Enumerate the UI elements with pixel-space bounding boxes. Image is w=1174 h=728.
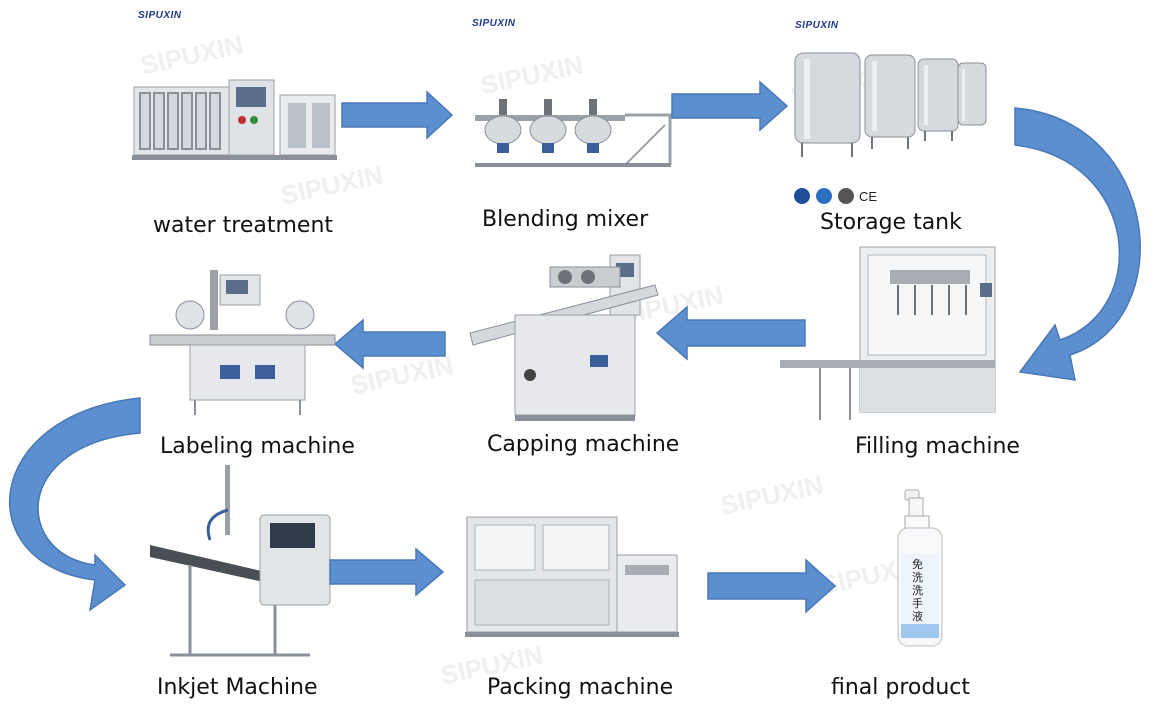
flow-arrow-right	[341, 90, 454, 140]
step-label-inkjet-machine: Inkjet Machine	[157, 675, 318, 700]
flow-arrow-right	[707, 558, 837, 614]
packing-machine-image	[465, 516, 679, 637]
certification-badges: CE	[794, 188, 877, 204]
svg-text:CE: CE	[859, 189, 877, 204]
flow-arrow-right	[329, 547, 445, 597]
storage-tank-image	[794, 52, 987, 157]
flow-arrow-left	[333, 318, 446, 370]
watermark: SIPUXIN	[277, 159, 386, 211]
brand-logo: SIPUXIN	[795, 20, 839, 31]
step-label-packing-machine: Packing machine	[487, 675, 674, 700]
step-label-labeling-machine: Labeling machine	[160, 434, 355, 459]
flow-arrow-right	[671, 80, 789, 132]
flow-arrow-curve-down	[1014, 107, 1141, 381]
blending-mixer-image	[475, 99, 672, 167]
labeling-machine-image	[149, 270, 336, 415]
watermark: SIPUXIN	[717, 469, 826, 521]
brand-logo: SIPUXIN	[472, 18, 516, 29]
step-label-final-product: final product	[831, 675, 971, 700]
inkjet-machine-image	[150, 465, 331, 657]
step-label-capping-machine: Capping machine	[487, 432, 680, 457]
bottle-label-text: 免洗洗手液	[912, 558, 923, 623]
flow-arrow-left	[655, 305, 806, 361]
step-label-filling-machine: Filling machine	[855, 434, 1020, 459]
final-product-image	[897, 489, 943, 647]
step-label-blending-mixer: Blending mixer	[482, 207, 649, 232]
step-label-storage-tank: Storage tank	[820, 210, 962, 235]
flow-arrow-curve-down	[9, 397, 141, 612]
water-treatment-image	[132, 79, 337, 160]
brand-logo: SIPUXIN	[138, 10, 182, 21]
filling-machine-image	[780, 246, 996, 420]
step-label-water-treatment: water treatment	[153, 213, 334, 238]
capping-machine-image	[469, 254, 659, 421]
